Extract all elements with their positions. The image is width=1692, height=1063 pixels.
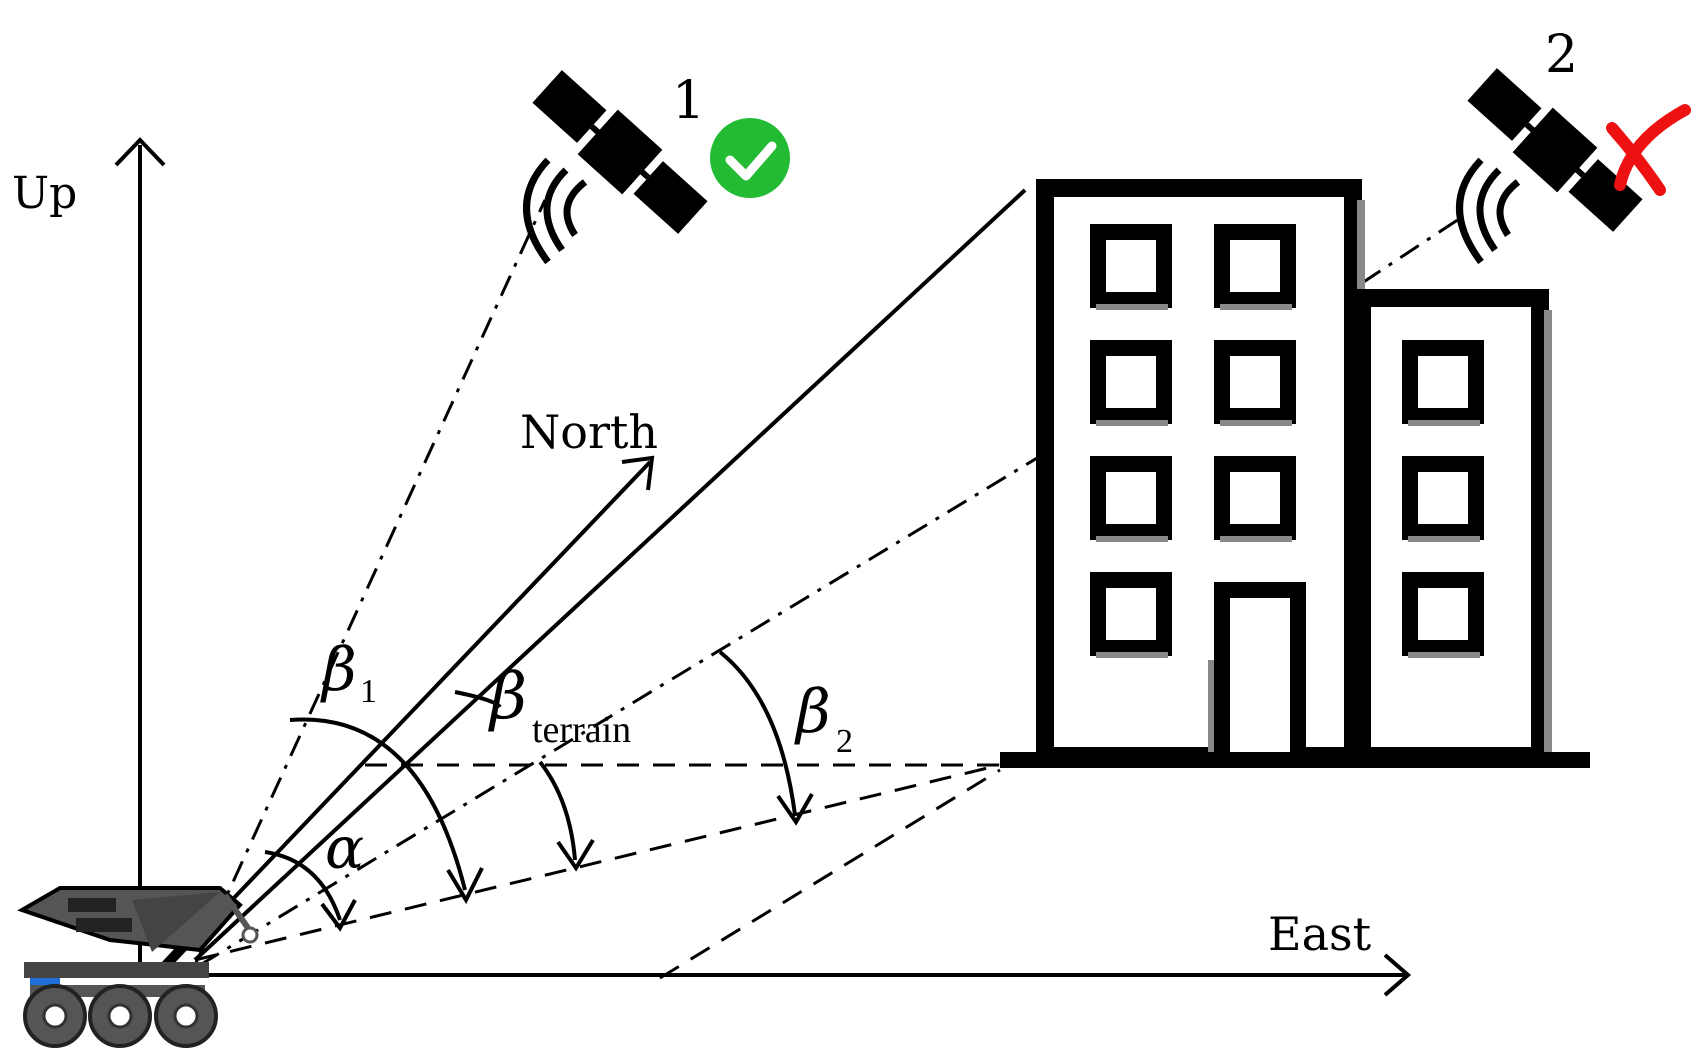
svg-text:2: 2 xyxy=(836,723,853,760)
alpha-label: α xyxy=(325,814,364,882)
beta1-label: β 1 xyxy=(320,635,377,710)
svg-text:β: β xyxy=(488,660,527,734)
beta-terrain-down-arc xyxy=(538,760,595,872)
svg-text:1: 1 xyxy=(360,673,377,710)
satellite-2-signal-path xyxy=(199,433,1076,967)
building-icon xyxy=(1000,179,1590,768)
north-axis-label: North xyxy=(520,405,658,459)
beta2-arc xyxy=(718,650,814,826)
satellite-1-signal-icon xyxy=(523,157,588,265)
east-axis-label: East xyxy=(1268,907,1372,961)
terrain-slope-line xyxy=(193,188,1027,962)
svg-text:β: β xyxy=(320,635,357,705)
east-axis xyxy=(160,953,1412,997)
north-axis xyxy=(168,455,655,967)
satellite-1-signal-path xyxy=(193,199,547,966)
check-circle-icon xyxy=(710,118,790,198)
beta-terrain-arc xyxy=(454,690,502,709)
rover-icon xyxy=(17,886,259,1048)
svg-text:β: β xyxy=(794,677,831,747)
svg-text:terrain: terrain xyxy=(532,709,631,751)
satellite-2-signal-path-upper xyxy=(1361,213,1466,285)
up-axis xyxy=(114,137,166,975)
satellite-2-label: 2 xyxy=(1545,25,1578,85)
beta2-label: β 2 xyxy=(794,677,853,760)
satellite-2-signal-icon xyxy=(1456,157,1521,265)
up-axis-label: Up xyxy=(12,168,77,219)
building-base-dashed-line xyxy=(659,768,1001,980)
cross-icon xyxy=(1606,104,1691,196)
satellite-1-label: 1 xyxy=(672,71,705,131)
alpha-arc xyxy=(264,850,357,932)
mask-dashed-line xyxy=(194,763,1001,962)
satellite-1-icon xyxy=(532,70,708,234)
satellite-2-icon xyxy=(1467,68,1643,232)
beta1-arc xyxy=(289,717,484,905)
beta-terrain-label: β terrain xyxy=(488,660,631,751)
